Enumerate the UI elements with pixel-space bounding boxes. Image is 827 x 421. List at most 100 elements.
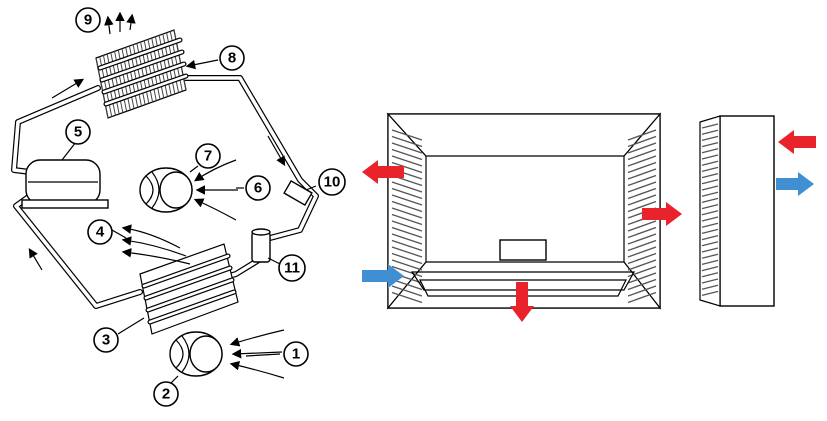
left-grille-slat bbox=[391, 129, 423, 141]
airflow-arrows bbox=[362, 130, 816, 322]
red-airflow-arrow-icon bbox=[642, 202, 682, 226]
left-grille-slat bbox=[391, 213, 423, 226]
callout-1: 1 bbox=[283, 341, 309, 367]
callout-9: 9 bbox=[75, 7, 101, 33]
left-grille-slat bbox=[391, 187, 423, 200]
side-grille-slat bbox=[701, 290, 719, 297]
right-grille-slat bbox=[627, 129, 657, 141]
red-airflow-arrow-icon bbox=[510, 282, 534, 322]
left-grille-slat bbox=[391, 181, 423, 193]
side-grille-slat bbox=[701, 197, 719, 204]
left-grille-slat bbox=[391, 285, 423, 297]
callout-7-label: 7 bbox=[204, 148, 212, 165]
callout-3: 3 bbox=[93, 327, 119, 353]
left-grille-slat bbox=[391, 291, 423, 304]
callout-11-label: 11 bbox=[284, 260, 300, 277]
callout-2-label: 2 bbox=[162, 386, 170, 403]
right-grille-slat bbox=[627, 155, 657, 167]
right-grille-slat bbox=[627, 194, 657, 206]
side-grille-slat bbox=[701, 272, 719, 278]
callout-5: 5 bbox=[65, 119, 91, 145]
right-grille-slat bbox=[627, 220, 657, 232]
left-grille-slat bbox=[391, 246, 423, 258]
left-grille-slat bbox=[391, 252, 423, 265]
callout-6-label: 6 bbox=[254, 180, 262, 197]
right-grille-slat bbox=[627, 272, 657, 284]
right-grille-slat bbox=[627, 278, 657, 291]
side-grille-slat bbox=[701, 265, 719, 272]
right-grille-slat bbox=[627, 142, 657, 154]
callout-7: 7 bbox=[195, 143, 221, 169]
expansion-valve bbox=[251, 228, 271, 263]
side-grille-slat bbox=[701, 154, 719, 160]
callout-4: 4 bbox=[87, 219, 113, 245]
side-grille-slat bbox=[701, 247, 719, 253]
side-grille-slat bbox=[701, 160, 719, 166]
right-grille-slat bbox=[627, 187, 657, 200]
right-grille-slat bbox=[627, 285, 657, 297]
callout-10-label: 10 bbox=[324, 174, 341, 191]
side-grille-slat bbox=[701, 123, 719, 129]
evaporator-coil bbox=[139, 243, 239, 335]
callout-8-label: 8 bbox=[228, 50, 236, 67]
side-grille-slat bbox=[701, 172, 719, 179]
right-grille-slat bbox=[627, 174, 657, 187]
callout-8: 8 bbox=[219, 45, 245, 71]
callout-1-label: 1 bbox=[292, 346, 300, 363]
callout-6: 6 bbox=[245, 175, 271, 201]
flow-direction-arrows bbox=[28, 78, 286, 271]
cold-air-outflow bbox=[121, 224, 191, 265]
right-grille-slat bbox=[627, 259, 657, 271]
left-grille-slat bbox=[391, 135, 423, 148]
callout-5-label: 5 bbox=[74, 124, 82, 141]
right-grille-slat bbox=[627, 233, 657, 245]
condenser-air-inflow bbox=[193, 159, 238, 221]
right-grille-slat bbox=[627, 239, 657, 252]
blue-airflow-arrow-icon bbox=[362, 264, 404, 288]
left-grille-slat bbox=[391, 200, 423, 213]
front-grille-slot bbox=[499, 239, 547, 261]
side-grille-slat bbox=[701, 179, 719, 185]
right-grille-slat bbox=[627, 252, 657, 265]
side-grille-slat bbox=[701, 234, 719, 241]
right-grille-slat bbox=[627, 200, 657, 213]
left-grille-slat bbox=[391, 148, 423, 161]
refrigeration-cycle: 1 2 3 4 5 6 7 8 bbox=[11, 7, 346, 407]
callout-11: 11 bbox=[278, 254, 306, 282]
red-airflow-arrow-icon bbox=[362, 160, 404, 184]
condenser-coil bbox=[95, 29, 189, 119]
callout-3-label: 3 bbox=[102, 332, 110, 349]
callout-2: 2 bbox=[153, 381, 179, 407]
side-grille-slat bbox=[701, 191, 719, 197]
side-grille-slat bbox=[701, 228, 719, 235]
side-grille-slat bbox=[701, 166, 719, 173]
filter-drier bbox=[283, 179, 313, 207]
side-grille-slat bbox=[701, 210, 719, 216]
right-grille-slat bbox=[627, 148, 657, 161]
compressor bbox=[21, 159, 109, 209]
left-grille-slat bbox=[391, 233, 423, 245]
right-grille-slat bbox=[627, 168, 657, 180]
side-grille-slat bbox=[701, 241, 719, 247]
right-grille-slat bbox=[627, 291, 657, 304]
callout-4-label: 4 bbox=[96, 224, 105, 241]
cabinet-side-view bbox=[699, 115, 775, 307]
side-grille-slat bbox=[701, 203, 719, 210]
left-grille-slat bbox=[391, 226, 423, 239]
right-grille-slat bbox=[627, 181, 657, 193]
red-airflow-arrow-icon bbox=[778, 130, 816, 154]
evaporator-fan-icon bbox=[169, 331, 223, 377]
left-grille-slat bbox=[391, 155, 423, 167]
callout-10: 10 bbox=[318, 168, 346, 196]
side-grille-slat bbox=[701, 278, 719, 284]
side-grille-slat bbox=[701, 148, 719, 154]
side-grille-slat bbox=[701, 284, 719, 290]
left-grille-slat bbox=[391, 265, 423, 278]
left-grille-slat bbox=[391, 194, 423, 206]
side-grille-slat bbox=[701, 216, 719, 222]
callout-leaders bbox=[61, 59, 317, 387]
side-grille-slat bbox=[701, 129, 719, 135]
right-grille-slat bbox=[627, 161, 657, 174]
left-grille-slat bbox=[391, 207, 423, 219]
